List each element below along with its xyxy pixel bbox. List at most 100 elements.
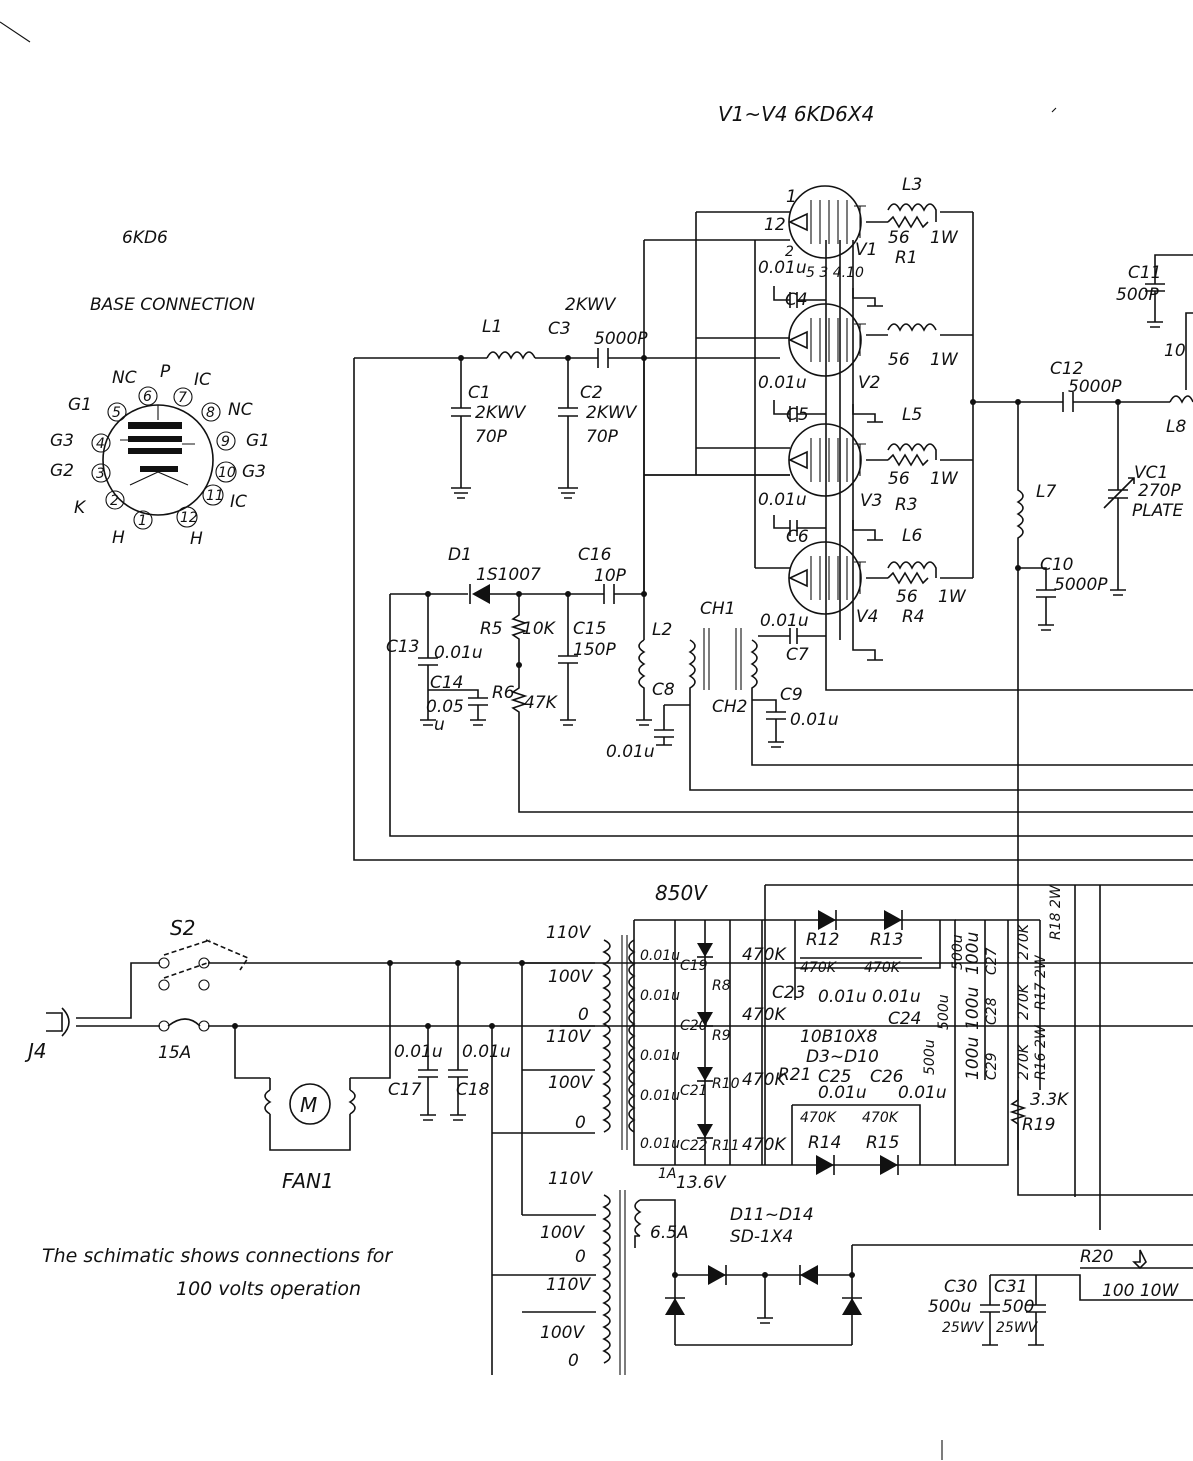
svg-text:9: 9 xyxy=(221,434,230,450)
svg-text:500: 500 xyxy=(1002,1297,1034,1317)
svg-text:R20: R20 xyxy=(1080,1247,1113,1267)
svg-text:110V: 110V xyxy=(546,923,591,943)
svg-text:100V: 100V xyxy=(548,967,593,987)
output-network: C12 5000P L7 C10 5000P VC1 270P PLATE L8… xyxy=(970,254,1193,1196)
svg-text:500u: 500u xyxy=(936,994,952,1030)
svg-text:1W: 1W xyxy=(930,228,959,248)
svg-text:G2: G2 xyxy=(50,461,74,481)
hv-supply: 850V 110V 100V 0 110V 100V 0 0.01u 0.01u… xyxy=(491,881,1193,1375)
svg-text:R10: R10 xyxy=(712,1076,740,1092)
svg-text:11: 11 xyxy=(206,488,224,504)
svg-text:0.01u: 0.01u xyxy=(640,1088,680,1104)
svg-text:C29: C29 xyxy=(984,1052,1000,1080)
svg-text:56: 56 xyxy=(888,350,910,370)
svg-text:R19: R19 xyxy=(1022,1115,1055,1135)
svg-text:2: 2 xyxy=(785,244,794,260)
svg-text:L6: L6 xyxy=(902,526,922,546)
svg-text:0.01u: 0.01u xyxy=(898,1083,947,1103)
svg-text:100V: 100V xyxy=(540,1323,585,1343)
svg-text:0.01u: 0.01u xyxy=(758,490,807,510)
svg-text:5: 5 xyxy=(112,405,121,421)
svg-text:C25: C25 xyxy=(818,1067,852,1087)
plug-j4 xyxy=(46,1007,70,1037)
svg-text:C23: C23 xyxy=(772,983,806,1003)
svg-text:C18: C18 xyxy=(456,1080,490,1100)
svg-text:0.01u: 0.01u xyxy=(758,373,807,393)
svg-text:V1: V1 xyxy=(855,240,877,260)
svg-text:100u: 100u xyxy=(963,987,983,1030)
note-line-2: 100 volts operation xyxy=(176,1278,361,1300)
svg-text:L3: L3 xyxy=(902,175,922,195)
svg-text:L2: L2 xyxy=(652,620,672,640)
svg-text:C4: C4 xyxy=(785,290,808,310)
svg-text:K: K xyxy=(74,498,87,518)
svg-text:100u: 100u xyxy=(963,932,983,975)
svg-text:100V: 100V xyxy=(540,1223,585,1243)
svg-text:L5: L5 xyxy=(902,405,922,425)
svg-text:0.01u: 0.01u xyxy=(758,258,807,278)
svg-text:C8: C8 xyxy=(652,680,675,700)
tube-base-envelope xyxy=(102,404,214,516)
svg-text:5000P: 5000P xyxy=(1054,575,1108,595)
svg-text:15A: 15A xyxy=(158,1043,191,1063)
svg-text:C13: C13 xyxy=(386,637,420,657)
tube-v3: L5 56 1W R3 V3 0.01u C6 xyxy=(758,405,959,547)
svg-text:G3: G3 xyxy=(50,431,74,451)
svg-text:D3~D10: D3~D10 xyxy=(806,1047,879,1067)
svg-text:70P: 70P xyxy=(586,427,619,447)
svg-text:R11: R11 xyxy=(712,1138,740,1154)
svg-text:2: 2 xyxy=(110,493,119,509)
svg-text:J4: J4 xyxy=(24,1039,47,1063)
svg-text:C30: C30 xyxy=(944,1277,978,1297)
svg-text:1: 1 xyxy=(786,187,797,207)
svg-text:25WV: 25WV xyxy=(996,1320,1039,1336)
svg-text:13.6V: 13.6V xyxy=(676,1173,727,1193)
svg-text:3: 3 xyxy=(96,466,105,482)
svg-text:G1: G1 xyxy=(68,395,92,415)
svg-text:850V: 850V xyxy=(655,881,708,905)
svg-text:C16: C16 xyxy=(578,545,612,565)
svg-text:270P: 270P xyxy=(1138,481,1181,501)
svg-text:C26: C26 xyxy=(870,1067,904,1087)
svg-text:0: 0 xyxy=(578,1005,589,1025)
svg-text:S2: S2 xyxy=(170,916,195,940)
svg-text:10: 10 xyxy=(1164,341,1186,361)
svg-text:4: 4 xyxy=(96,436,105,452)
base-connection-diagram: 6KD6 BASE CONNECTION 1 2 3 4 5 6 7 8 9 1… xyxy=(50,228,270,549)
svg-text:C6: C6 xyxy=(786,527,809,547)
svg-text:0.01u: 0.01u xyxy=(818,987,867,1007)
svg-text:6: 6 xyxy=(143,389,152,405)
tube-v2: 56 1W V2 0.01u C5 xyxy=(758,303,959,425)
svg-text:R12: R12 xyxy=(806,930,839,950)
svg-text:V4: V4 xyxy=(856,607,878,627)
svg-text:C31: C31 xyxy=(994,1277,1028,1297)
tube-v4: L6 56 1W R4 V4 0.01u C7 xyxy=(758,526,967,665)
svg-text:0.01u: 0.01u xyxy=(640,1136,680,1152)
svg-text:0.01u: 0.01u xyxy=(872,987,921,1007)
svg-text:0.01u: 0.01u xyxy=(640,1048,680,1064)
svg-text:1W: 1W xyxy=(930,469,959,489)
svg-text:L7: L7 xyxy=(1036,482,1056,502)
svg-text:C1: C1 xyxy=(468,383,491,403)
svg-text:470K: 470K xyxy=(800,1110,838,1126)
svg-text:SD-1X4: SD-1X4 xyxy=(730,1227,793,1247)
svg-text:0.01u: 0.01u xyxy=(434,643,483,663)
fan-motor xyxy=(289,1083,331,1125)
svg-text:C12: C12 xyxy=(1050,359,1084,379)
svg-text:R15: R15 xyxy=(866,1133,899,1153)
svg-text:R21: R21 xyxy=(778,1065,811,1085)
svg-text:FAN1: FAN1 xyxy=(282,1169,334,1193)
svg-text:C19: C19 xyxy=(680,958,708,974)
plate-pin-label: P xyxy=(160,362,171,382)
svg-text:2KWV: 2KWV xyxy=(586,403,638,423)
svg-text:NC: NC xyxy=(112,368,137,388)
tube-v1: 1 12 2 L3 56 1W R1 V1 5 3 4.10 0.01u C4 xyxy=(758,175,959,310)
svg-text:C9: C9 xyxy=(780,685,803,705)
svg-text:56: 56 xyxy=(888,469,910,489)
svg-text:L1: L1 xyxy=(482,317,502,337)
svg-text:C7: C7 xyxy=(786,645,809,665)
tube-title: V1~V4 6KD6X4 xyxy=(718,102,874,126)
svg-text:G3: G3 xyxy=(242,462,266,482)
